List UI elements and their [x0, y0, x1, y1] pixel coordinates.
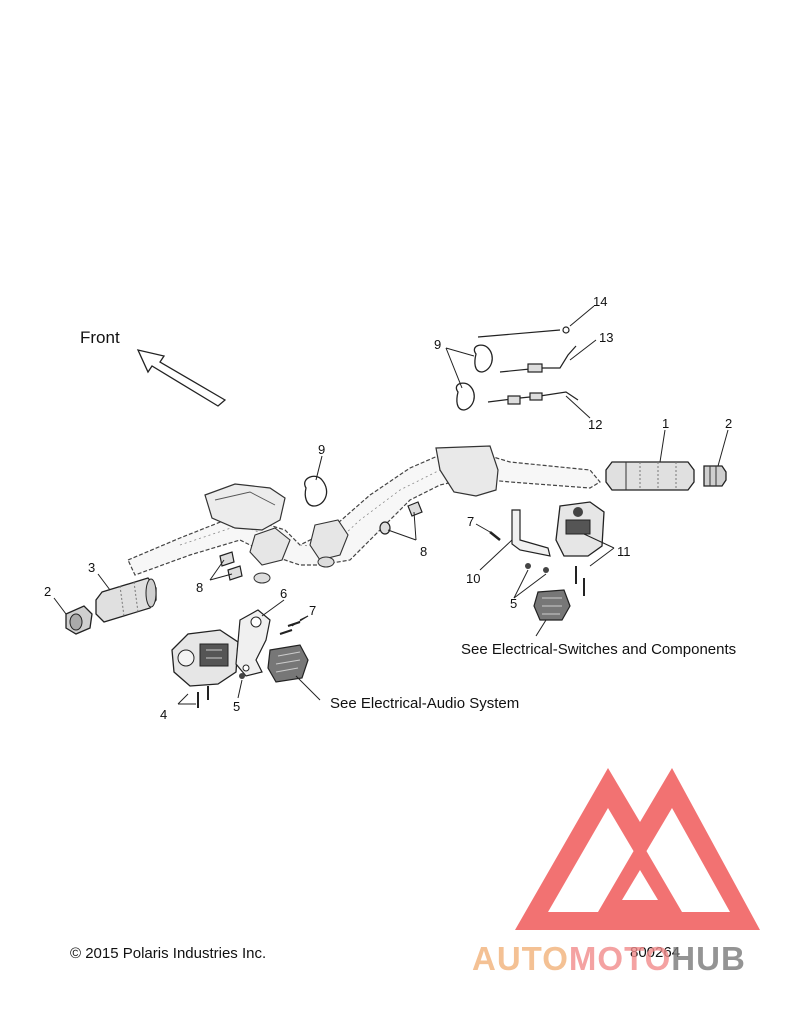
- nut-left: [239, 673, 245, 679]
- reference-switches: See Electrical-Switches and Components: [461, 641, 737, 658]
- callout-12: 12: [588, 417, 603, 432]
- callout-3: 3: [88, 560, 96, 575]
- watermark-logo: [515, 768, 760, 930]
- handlebar-tube: [127, 445, 601, 584]
- callout-7-left: 7: [309, 603, 317, 618]
- front-arrow-icon: [136, 349, 227, 407]
- bracket-screws-left: [279, 621, 301, 635]
- watermark-hub: HUB: [671, 940, 746, 977]
- callout-4: 4: [160, 707, 168, 722]
- callout-9-mid: 9: [318, 442, 326, 457]
- callout-6: 6: [280, 586, 288, 601]
- left-bar-end: [65, 605, 93, 635]
- callout-9-top: 9: [434, 337, 442, 352]
- callout-2-left: 2: [44, 584, 52, 599]
- callout-8-right: 8: [420, 544, 428, 559]
- left-grip: [95, 577, 157, 623]
- left-switch-housing: [171, 629, 239, 708]
- right-switch-module: [533, 589, 571, 621]
- cable-clips-left: [219, 551, 243, 581]
- copyright-notice: © 2015 Polaris Industries Inc.: [70, 945, 267, 962]
- callout-11: 11: [617, 544, 631, 559]
- callout-7-right: 7: [467, 514, 475, 529]
- throttle-cables: [477, 326, 579, 405]
- reference-audio: See Electrical-Audio System: [330, 695, 520, 712]
- nuts-right: [525, 563, 549, 573]
- callout-13: 13: [599, 330, 614, 345]
- callout-5-right: 5: [510, 596, 518, 611]
- front-direction-label: Front: [80, 328, 120, 347]
- callout-2-right: 2: [725, 416, 733, 431]
- screw-right: [489, 531, 501, 541]
- cable-ties-top: [455, 344, 493, 411]
- switch-bracket: [235, 609, 271, 677]
- callout-14: 14: [593, 294, 608, 309]
- right-switch-housing: [555, 501, 605, 596]
- diagram-number: 800264: [630, 944, 681, 961]
- right-switch-bracket: [511, 509, 551, 557]
- right-bar-end: [703, 465, 727, 487]
- watermark-wordmark: AUTOMOTOHUB: [472, 942, 746, 975]
- cable-clips-right: [379, 501, 423, 535]
- callout-10: 10: [466, 571, 481, 586]
- audio-switch-module: [267, 644, 309, 683]
- callout-8-left: 8: [196, 580, 204, 595]
- cable-tie-mid: [304, 475, 328, 507]
- callout-5-left: 5: [233, 699, 241, 714]
- leader-lines: [53, 305, 729, 705]
- watermark-auto: AUTO: [472, 940, 569, 977]
- callout-1: 1: [662, 416, 670, 431]
- watermark-moto: MOTO: [568, 940, 672, 977]
- right-grip: [605, 461, 695, 491]
